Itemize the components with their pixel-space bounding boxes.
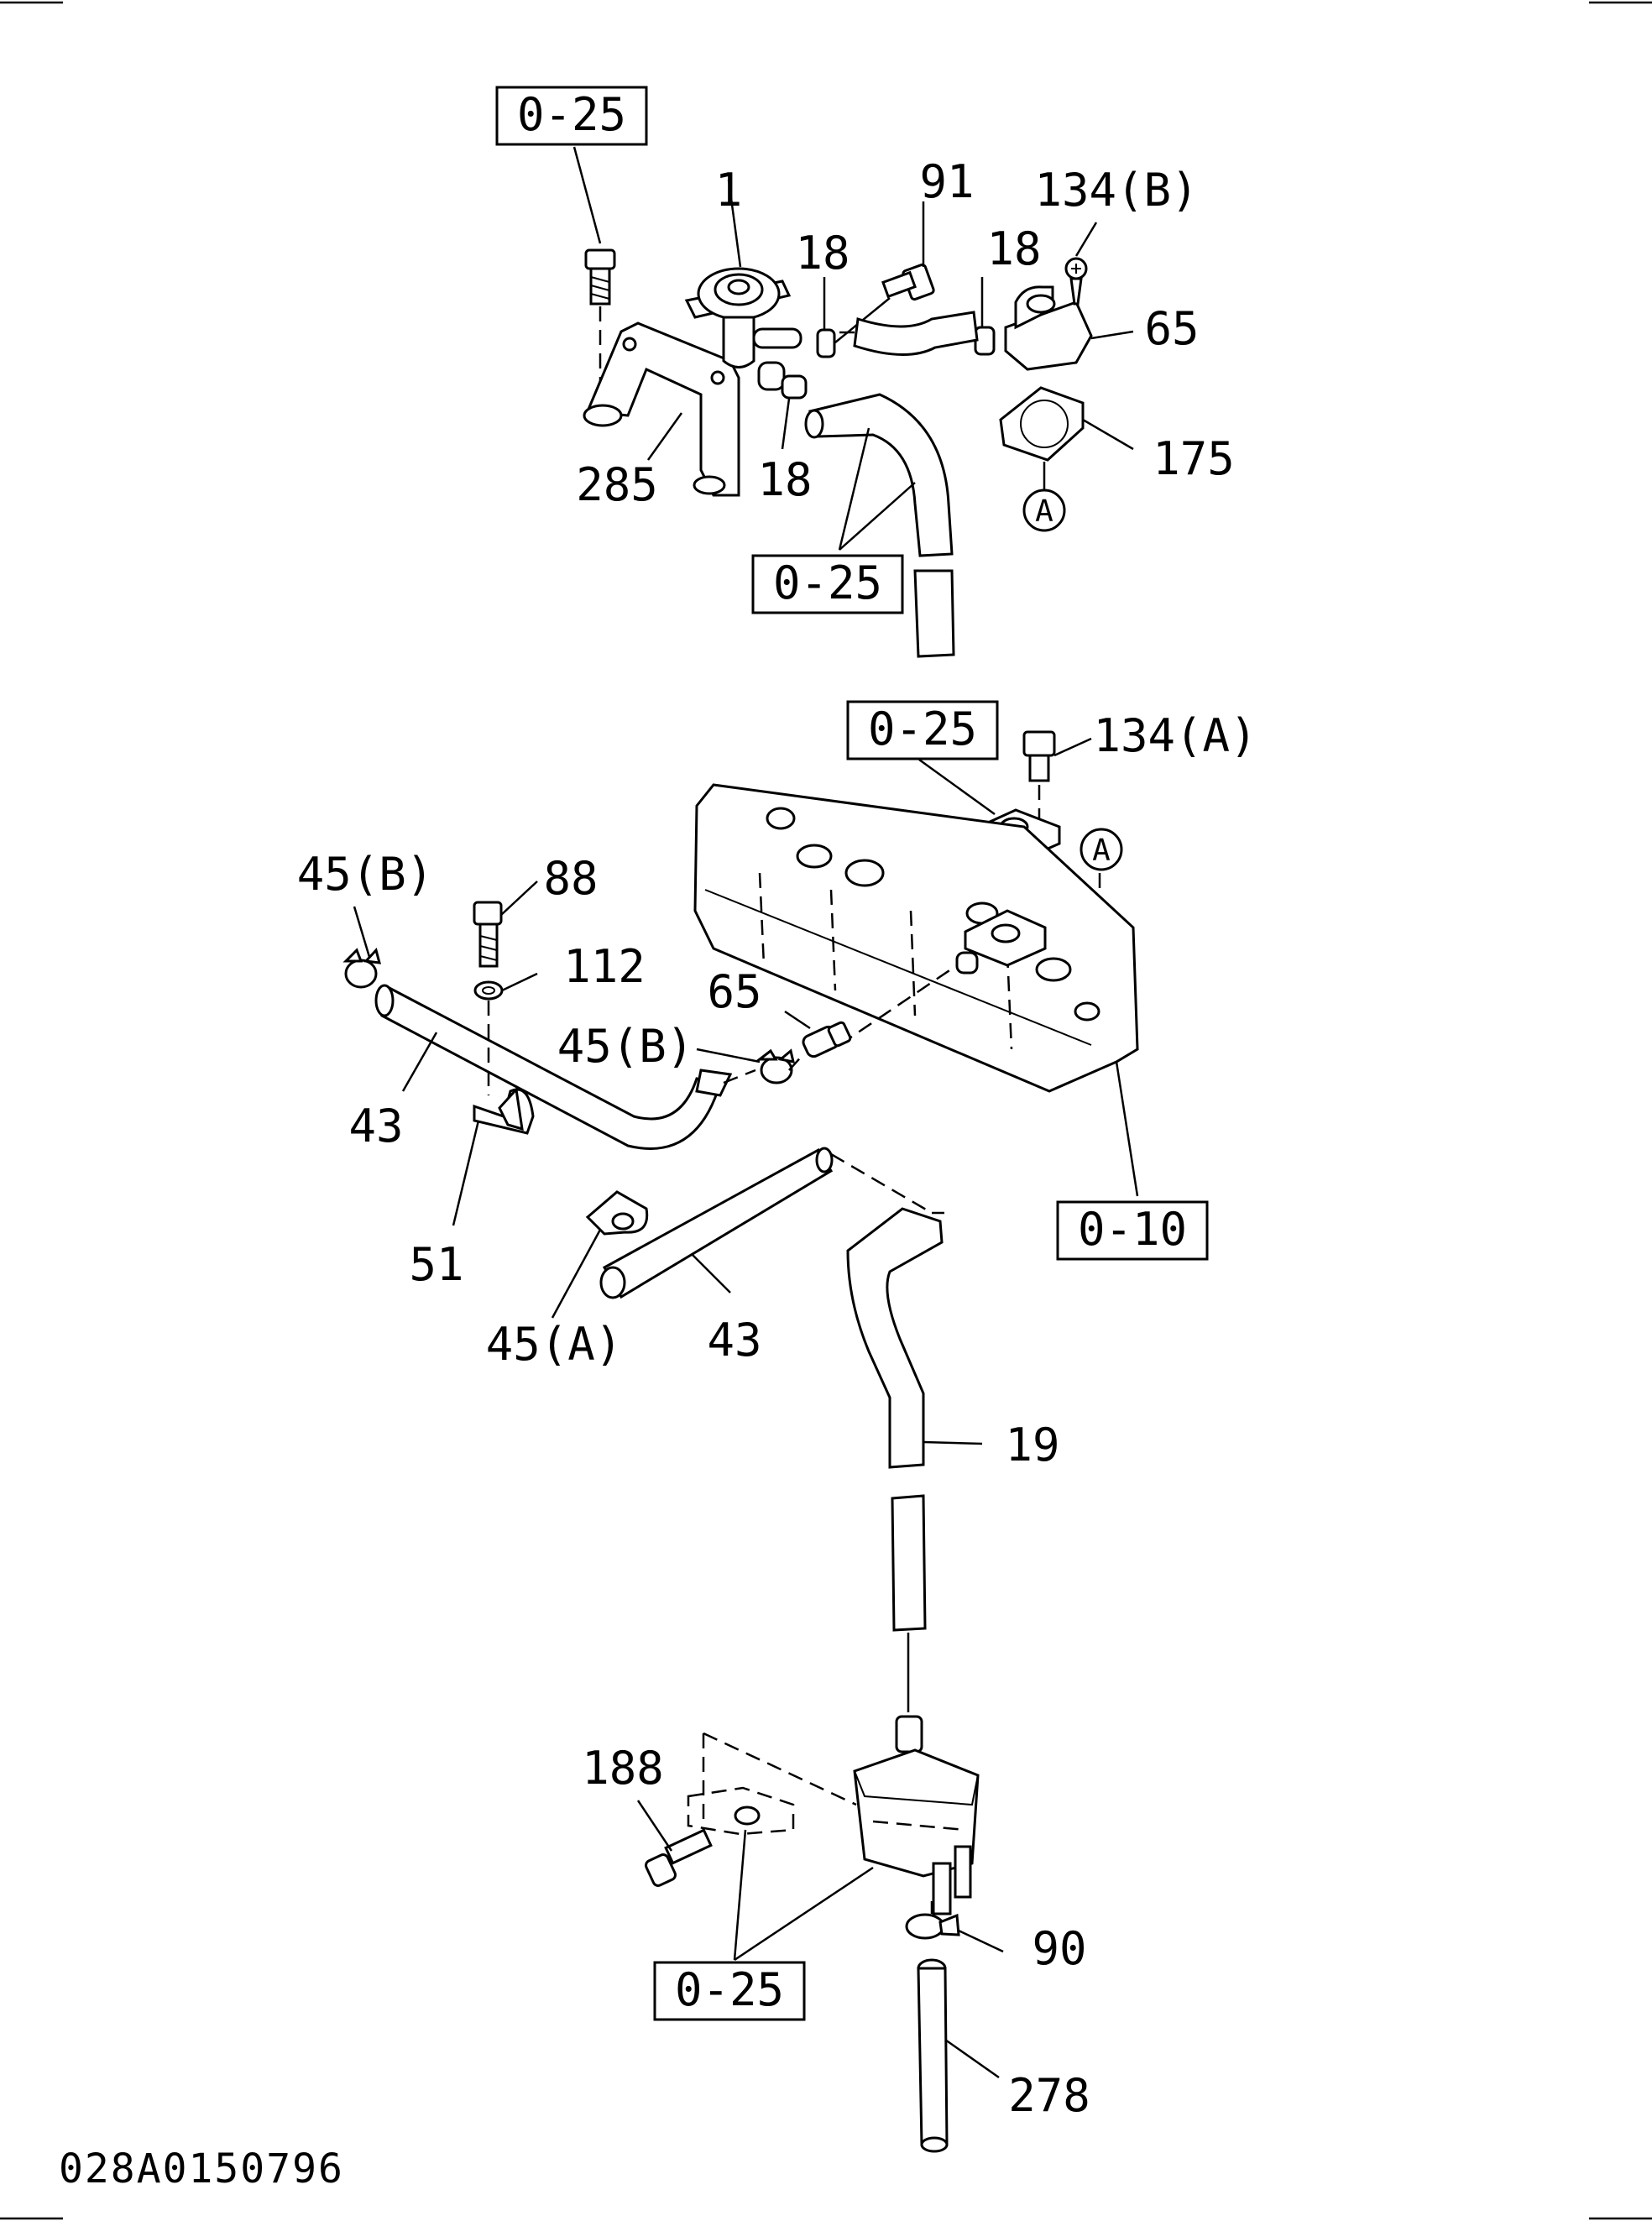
callout-112: 112 bbox=[563, 940, 646, 993]
callout-51: 51 bbox=[409, 1238, 463, 1291]
ref-box-top-hose[interactable]: 0-25 bbox=[751, 554, 904, 614]
hose-19-icon bbox=[846, 1207, 944, 1632]
long-hose-icon bbox=[804, 393, 955, 658]
clamp-45b-icon bbox=[755, 1048, 795, 1084]
ref-box-top-hose-label: 0-25 bbox=[773, 557, 882, 609]
callout-19: 19 bbox=[1005, 1419, 1059, 1471]
circle-a-mid[interactable]: A bbox=[1080, 828, 1123, 871]
clamp-45b-left-icon bbox=[342, 947, 382, 989]
ref-box-bottom-label: 0-25 bbox=[675, 1963, 784, 2016]
ref-box-top[interactable]: 0-25 bbox=[495, 86, 648, 146]
ref-box-mid[interactable]: 0-25 bbox=[846, 700, 999, 760]
clamp-90-icon bbox=[905, 1913, 960, 1940]
callout-188: 188 bbox=[582, 1742, 664, 1795]
callout-88: 88 bbox=[543, 852, 598, 905]
bracket-285-icon bbox=[583, 321, 740, 497]
callout-45b-left: 45(B) bbox=[297, 848, 434, 901]
hose-icon bbox=[853, 311, 979, 357]
callout-175: 175 bbox=[1153, 432, 1235, 485]
bolt-188-icon bbox=[645, 1828, 713, 1887]
callout-134b: 134(B) bbox=[1034, 164, 1198, 217]
clamp-icon bbox=[781, 374, 808, 400]
bolt-134a-icon bbox=[1022, 730, 1056, 782]
gasket-icon bbox=[999, 386, 1085, 462]
ref-box-mid-label: 0-25 bbox=[868, 703, 977, 755]
callout-65-mid: 65 bbox=[707, 965, 761, 1018]
ref-box-rocker-label: 0-10 bbox=[1078, 1203, 1187, 1256]
callout-90: 90 bbox=[1032, 1922, 1086, 1975]
ref-box-bottom[interactable]: 0-25 bbox=[653, 1961, 806, 2021]
bolt-88-icon bbox=[473, 901, 503, 968]
bolt-icon bbox=[584, 248, 616, 306]
separator-icon bbox=[853, 1715, 980, 1915]
bolt-91-icon bbox=[881, 263, 935, 301]
hose-43-right-icon bbox=[599, 1147, 834, 1299]
callout-278: 278 bbox=[1008, 2069, 1090, 2122]
hose-43-left-icon bbox=[374, 984, 733, 1150]
callout-45b-mid: 45(B) bbox=[557, 1020, 694, 1073]
ref-box-top-label: 0-25 bbox=[517, 88, 626, 141]
drawing-code: 028A0150796 bbox=[59, 2145, 344, 2192]
hose-278-icon bbox=[917, 1958, 949, 2153]
bracket-188-icon bbox=[687, 1786, 795, 1836]
breather-unit-icon bbox=[684, 267, 802, 391]
circle-a-top-label: A bbox=[1035, 494, 1053, 529]
screw-icon bbox=[1064, 257, 1088, 306]
ref-box-rocker[interactable]: 0-10 bbox=[1056, 1200, 1209, 1261]
callout-18-c: 18 bbox=[757, 453, 812, 506]
callout-18-a: 18 bbox=[795, 227, 850, 280]
circle-a-mid-label: A bbox=[1092, 834, 1111, 868]
callout-91: 91 bbox=[919, 155, 974, 208]
callout-134a: 134(A) bbox=[1093, 709, 1257, 762]
washer-icon bbox=[473, 980, 504, 1001]
clamp-icon bbox=[816, 328, 836, 358]
callout-285: 285 bbox=[576, 458, 658, 511]
callout-43-right: 43 bbox=[707, 1314, 761, 1367]
callout-43-left: 43 bbox=[348, 1100, 403, 1152]
callout-65-top: 65 bbox=[1144, 302, 1199, 355]
callout-18-b: 18 bbox=[986, 222, 1041, 275]
clip-45a-icon bbox=[585, 1190, 649, 1236]
rocker-cover-icon bbox=[693, 783, 1139, 1093]
circle-a-top[interactable]: A bbox=[1022, 489, 1066, 532]
callout-1: 1 bbox=[715, 164, 743, 217]
clip-51-icon bbox=[473, 1086, 535, 1135]
fitting-65-icon bbox=[802, 1021, 852, 1058]
callout-45a: 45(A) bbox=[486, 1318, 623, 1371]
